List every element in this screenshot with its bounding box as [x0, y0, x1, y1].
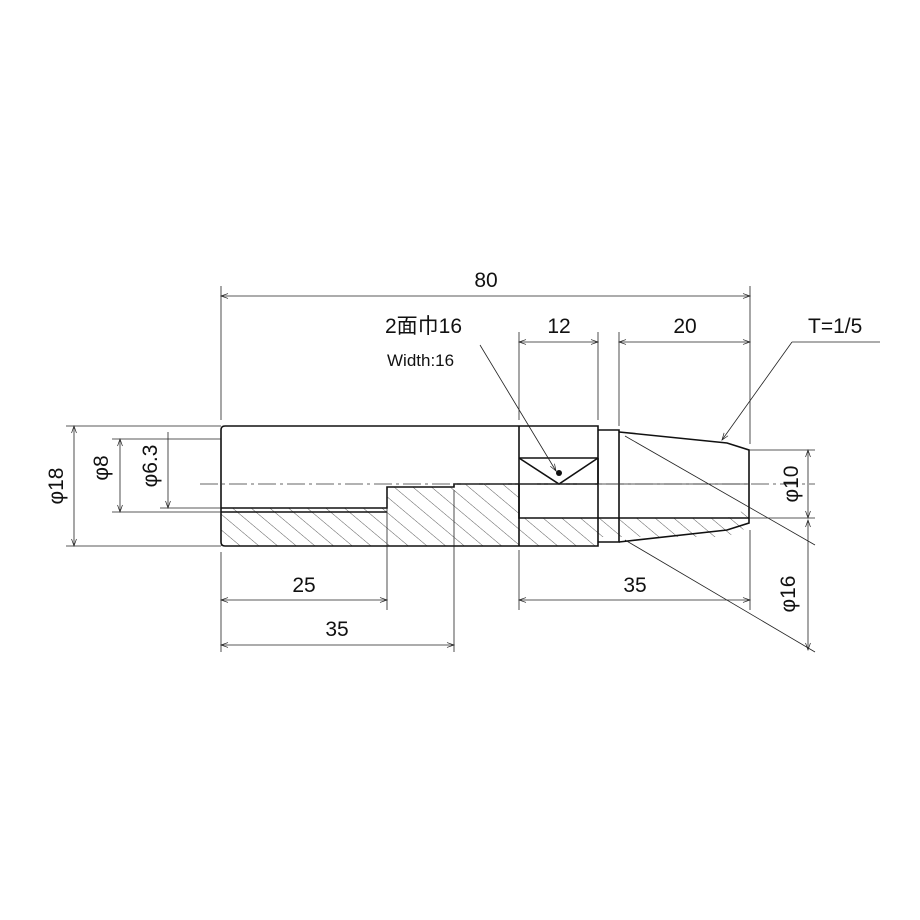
dim-12-text: 12: [547, 315, 570, 338]
flats-note-en: Width:16: [387, 351, 454, 370]
note-taper: T=1/5: [721, 315, 880, 441]
dim-phi16-text: φ16: [777, 576, 800, 613]
dim-dia-outer: φ18: [45, 424, 221, 548]
dim-35-right-text: 35: [623, 574, 646, 597]
dim-bore-length: 35: [219, 490, 456, 652]
dim-25-text: 25: [292, 574, 315, 597]
dim-80-text: 80: [474, 269, 497, 292]
dim-taper-length: 20: [617, 315, 752, 426]
dim-dia-small-bore: φ6.3: [139, 432, 221, 510]
dim-overall-length: 80: [219, 269, 752, 444]
dim-phi10-text: φ10: [780, 466, 803, 503]
dim-phi63-text: φ6.3: [139, 445, 162, 488]
dim-dia-shoulder: φ16: [624, 435, 816, 653]
taper-note-text: T=1/5: [808, 315, 862, 338]
section-hatching: [221, 484, 749, 546]
dim-phi18-text: φ18: [45, 468, 68, 505]
dim-dia-tip: φ10: [749, 448, 815, 520]
flats-note-jp: 2面巾16: [385, 315, 462, 338]
dim-dia-bore: φ8: [90, 437, 221, 514]
note-flats-width: 2面巾16 Width:16: [385, 315, 557, 472]
flats-dot: [556, 470, 562, 476]
dim-flats-length: 12: [517, 315, 600, 420]
dim-20-text: 20: [673, 315, 696, 338]
dim-small-bore-length: 25: [219, 490, 389, 652]
dim-phi8-text: φ8: [90, 455, 113, 480]
dim-35-left-text: 35: [325, 618, 348, 641]
dim-right-bore-length: 35: [517, 530, 752, 610]
